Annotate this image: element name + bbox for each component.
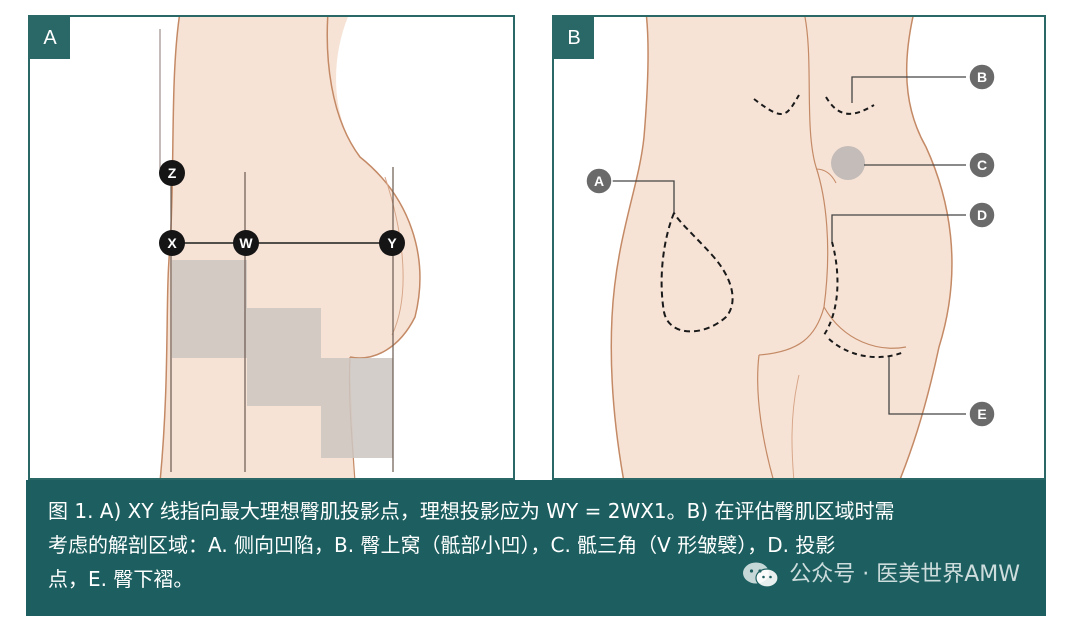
svg-text:Z: Z [168,165,177,181]
svg-text:B: B [977,69,987,85]
panel-a: Z X W Y A [28,15,515,480]
caption-line-1: 图 1. A) XY 线指向最大理想臀肌投影点，理想投影应为 WY = 2WX1… [48,499,895,523]
projection-block-3 [321,358,393,458]
side-body-silhouette [160,17,420,478]
wechat-icon [743,562,779,588]
projection-block-1 [172,260,247,358]
panel-b: A B C D E B [552,15,1046,480]
marker-z: Z [159,160,185,186]
caption-line-2: 考虑的解剖区域：A. 侧向凹陷，B. 臀上窝（骶部小凹），C. 骶三角（V 形皱… [48,533,836,557]
marker-w: W [233,230,259,256]
projection-point-zone [823,241,839,336]
svg-text:X: X [167,235,177,251]
caption-line-3: 点，E. 臀下褶。 [48,567,194,591]
svg-text:E: E [977,406,986,422]
watermark-text: 公众号 · 医美世界AMW [789,562,1020,587]
svg-text:W: W [239,235,253,251]
marker-y: Y [379,230,405,256]
svg-text:D: D [977,207,987,223]
panel-b-tag: B [554,17,594,59]
infragluteal-fold-zone [828,338,905,359]
marker-c: C [968,151,996,179]
side-view-illustration: Z X W Y [159,17,421,478]
marker-b: B [968,63,996,91]
svg-text:C: C [977,157,987,173]
svg-text:A: A [594,173,604,189]
sacral-dimple-zone [825,96,875,115]
back-view-illustration: A B C D E [585,17,996,478]
figure-caption: 图 1. A) XY 线指向最大理想臀肌投影点，理想投影应为 WY = 2WX1… [26,480,1046,616]
marker-x: X [159,230,185,256]
marker-a: A [585,167,613,195]
back-body-silhouette [611,17,952,478]
watermark: 公众号 · 医美世界AMW [741,560,1020,590]
sacral-triangle-zone [831,146,865,180]
panel-a-tag: A [30,17,70,59]
projection-block-2 [247,308,321,406]
marker-e: E [968,400,996,428]
marker-d: D [968,201,996,229]
svg-text:Y: Y [387,235,397,251]
